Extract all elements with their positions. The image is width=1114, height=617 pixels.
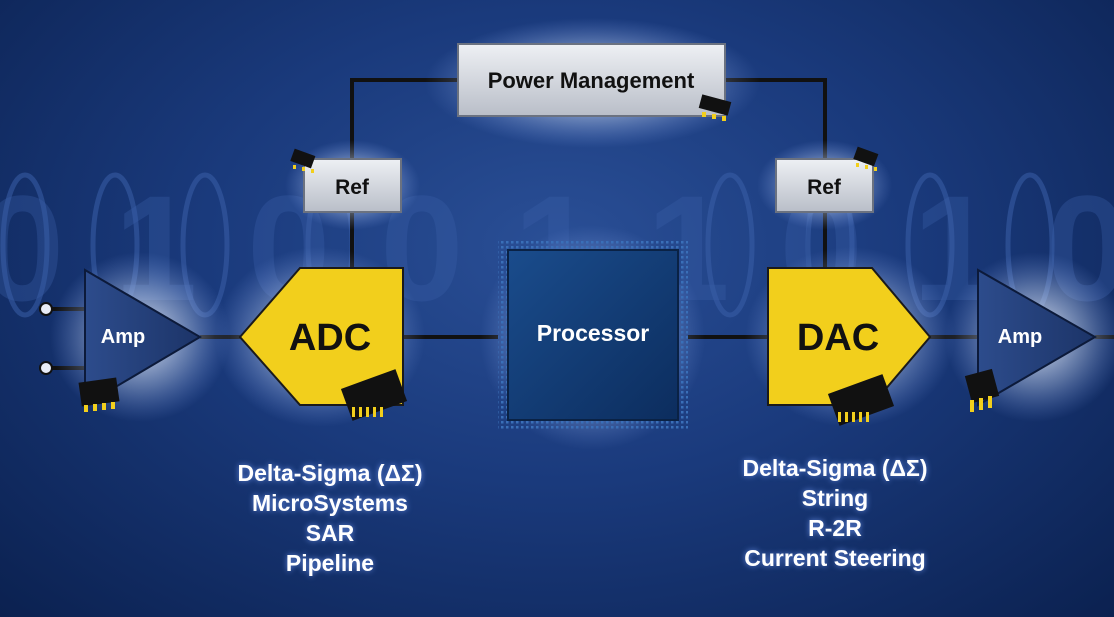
dac-type-item: Current Steering xyxy=(744,545,926,571)
adc-type-item: Pipeline xyxy=(285,550,375,576)
dac-type-item: String xyxy=(801,485,869,511)
chip-icon xyxy=(78,377,120,412)
power-management-block: Power Management xyxy=(425,18,760,148)
adc-type-item: SAR xyxy=(305,520,355,546)
chip-icon xyxy=(964,368,1000,412)
adc-types-list: Delta-Sigma (ΔΣ) MicroSystems SAR Pipeli… xyxy=(200,458,460,578)
ref-right-block: Ref xyxy=(757,140,892,230)
chip-icon xyxy=(340,369,408,421)
power-management-label: Power Management xyxy=(488,68,695,93)
dac-types-list: Delta-Sigma (ΔΣ) String R-2R Current Ste… xyxy=(705,453,965,573)
dac-label: DAC xyxy=(797,317,879,359)
adc-type-item: MicroSystems xyxy=(252,490,408,516)
ref-left-block: Ref xyxy=(285,140,420,230)
adc-label: ADC xyxy=(289,317,371,359)
chip-icon xyxy=(698,94,732,121)
chip-icon xyxy=(853,146,879,171)
processor-label: Processor xyxy=(537,320,650,346)
dac-type-item: Delta-Sigma (ΔΣ) xyxy=(742,455,928,481)
dac-type-item: R-2R xyxy=(808,515,862,541)
adc-block: ADC xyxy=(215,247,425,427)
ref-right-label: Ref xyxy=(807,176,842,199)
ref-left-label: Ref xyxy=(335,176,370,199)
amp-left-label: Amp xyxy=(101,326,145,348)
amp-left-block: Amp xyxy=(50,252,230,422)
amp-right-block: Amp xyxy=(945,252,1114,422)
adc-type-item: Delta-Sigma (ΔΣ) xyxy=(237,460,423,486)
chip-icon xyxy=(827,374,895,426)
chip-icon xyxy=(290,148,316,173)
amp-right-label: Amp xyxy=(998,326,1042,348)
processor-block: Processor xyxy=(480,225,705,450)
input-terminal-bottom xyxy=(39,361,53,375)
input-terminal-top xyxy=(39,302,53,316)
dac-block: DAC xyxy=(745,247,955,427)
